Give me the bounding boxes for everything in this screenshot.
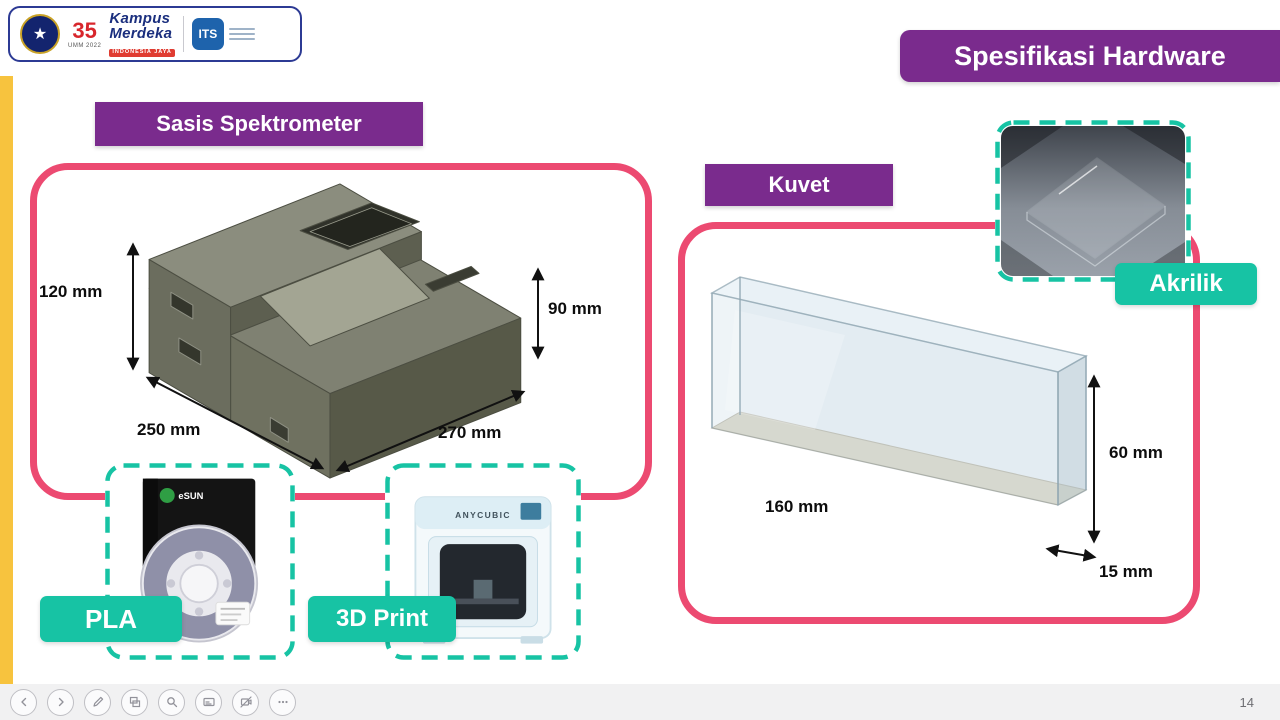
kampus-merdeka-logo: Kampus Merdeka INDONESIA JAYA — [109, 11, 175, 57]
pen-tool-button[interactable] — [84, 688, 111, 716]
spectrometer-section-text: Sasis Spektrometer — [156, 111, 362, 136]
acrylic-label-text: Akrilik — [1149, 270, 1223, 297]
camera-toggle-button[interactable] — [232, 688, 259, 716]
logo-strip: ★ 35 UMM 2022 Kampus Merdeka INDONESIA J… — [8, 6, 302, 62]
chevron-right-icon — [58, 697, 64, 707]
camera-off-icon — [239, 696, 252, 708]
captions-icon — [202, 697, 215, 707]
slide-title-banner: Spesifikasi Hardware — [900, 30, 1280, 82]
cuvette-dim-height: 60 mm — [1109, 443, 1163, 462]
its-caption-lines — [228, 25, 255, 43]
printer-brand-text: ANYCUBIC — [455, 510, 511, 520]
slide-number: 14 — [1239, 694, 1254, 710]
acrylic-photo — [1001, 126, 1185, 276]
its-logo: ITS — [191, 18, 255, 50]
pla-label-text: PLA — [85, 603, 137, 634]
kampus-merdeka-subtext: INDONESIA JAYA — [109, 49, 175, 57]
cuvette-3d-model — [709, 276, 1089, 507]
anniversary-number: 35 — [72, 17, 97, 43]
kampus-merdeka-line1: Kampus — [109, 10, 171, 27]
kampus-merdeka-line2: Merdeka — [109, 25, 173, 42]
its-badge: ITS — [191, 18, 224, 50]
pla-label: PLA — [40, 596, 182, 642]
slides-grid-icon — [129, 696, 140, 708]
next-slide-button[interactable] — [47, 688, 74, 716]
captions-button[interactable] — [195, 688, 222, 716]
cuvette-section-label: Kuvet — [705, 164, 893, 206]
previous-slide-button[interactable] — [10, 688, 37, 716]
spectrometer-panel: 120 mm 90 mm 250 mm 270 mm — [30, 163, 652, 500]
print-label: 3D Print — [308, 596, 456, 642]
spectrometer-dim-height-left: 120 mm — [39, 282, 103, 301]
cuvette-panel: 160 mm 60 mm 15 mm — [678, 222, 1200, 624]
acrylic-image-frame — [995, 120, 1191, 282]
anniversary-subtext: UMM 2022 — [68, 42, 102, 49]
more-options-button[interactable] — [269, 688, 296, 716]
pen-icon — [92, 696, 103, 707]
chevron-left-icon — [20, 697, 26, 707]
spectrometer-dim-width: 270 mm — [438, 423, 502, 442]
cuvette-dim-length: 160 mm — [765, 497, 829, 516]
logo-divider — [182, 16, 184, 52]
anniversary-logo: 35 UMM 2022 — [68, 17, 102, 49]
spectrometer-section-label: Sasis Spektrometer — [95, 102, 423, 146]
all-slides-button[interactable] — [121, 688, 148, 716]
cuvette-dim-depth: 15 mm — [1099, 562, 1153, 581]
acrylic-label: Akrilik — [1115, 263, 1257, 305]
kemendikbud-star-icon: ★ — [32, 26, 48, 43]
kemendikbud-logo: ★ — [20, 14, 60, 54]
filament-brand-text: eSUN — [178, 491, 203, 501]
presenter-toolbar: 14 — [0, 684, 1280, 720]
zoom-button[interactable] — [158, 688, 185, 716]
slide-accent-bar — [0, 76, 13, 684]
more-dots-icon — [277, 700, 288, 704]
presenter-controls — [10, 688, 296, 716]
slide-title-text: Spesifikasi Hardware — [954, 40, 1226, 71]
print-label-text: 3D Print — [335, 605, 428, 632]
magnifier-icon — [166, 697, 177, 708]
cuvette-section-text: Kuvet — [768, 172, 830, 197]
spectrometer-dim-height-right: 90 mm — [548, 299, 602, 318]
spectrometer-dim-depth: 250 mm — [137, 420, 201, 439]
